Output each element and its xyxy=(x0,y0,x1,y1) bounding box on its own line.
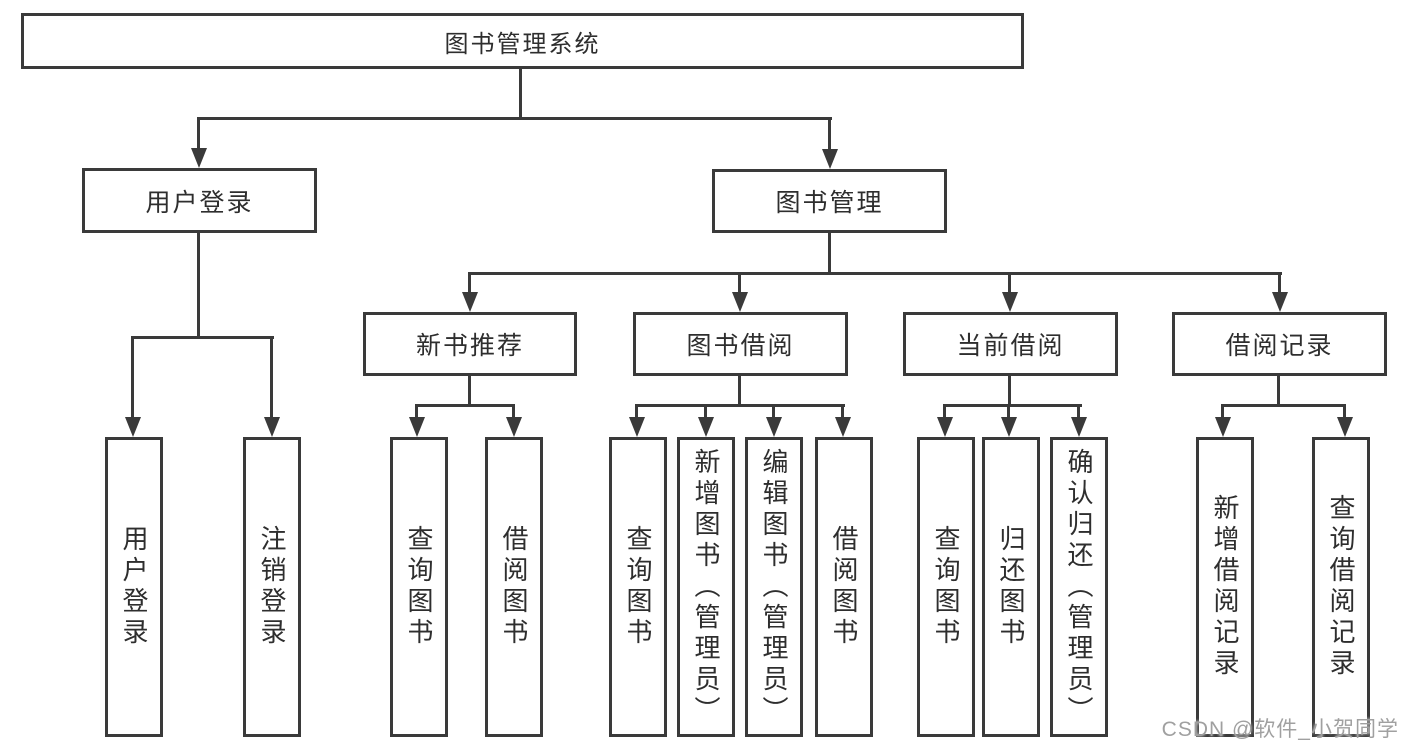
connector-line xyxy=(512,404,515,418)
connector-line xyxy=(197,117,200,150)
arrow-down-icon xyxy=(822,149,838,169)
connector-line xyxy=(1008,272,1011,293)
connector-line xyxy=(519,69,522,118)
arrow-down-icon xyxy=(1337,417,1353,437)
arrow-down-icon xyxy=(191,148,207,168)
arrow-down-icon xyxy=(1215,417,1231,437)
arrow-down-icon xyxy=(125,417,141,437)
connector-line xyxy=(1343,404,1346,418)
connector-line xyxy=(943,404,1082,407)
node-book-management: 图书管理 xyxy=(712,169,947,233)
leaf-edit-books-admin: 编辑图书（管理员） xyxy=(745,437,803,737)
leaf-label: 借阅图书 xyxy=(829,525,859,649)
csdn-watermark: CSDN @软件_小贺同学 xyxy=(1161,718,1399,741)
arrow-down-icon xyxy=(766,417,782,437)
connector-line xyxy=(1007,404,1010,418)
connector-line xyxy=(1077,404,1080,418)
leaf-label: 查询图书 xyxy=(931,525,961,649)
connector-line xyxy=(828,117,831,151)
connector-line xyxy=(468,272,471,293)
connector-line xyxy=(738,376,741,406)
connector-line xyxy=(1277,376,1280,406)
connector-line xyxy=(415,404,515,407)
arrow-down-icon xyxy=(409,417,425,437)
arrow-down-icon xyxy=(1272,292,1288,312)
leaf-label: 确认归还（管理员） xyxy=(1064,447,1094,727)
node-user-login: 用户登录 xyxy=(82,168,317,233)
connector-line xyxy=(1221,404,1346,407)
connector-line xyxy=(415,404,418,418)
connector-line xyxy=(738,272,741,293)
connector-line xyxy=(943,404,946,418)
leaf-label: 新增图书（管理员） xyxy=(691,447,721,727)
connector-line xyxy=(1008,376,1011,406)
arrow-down-icon xyxy=(1071,417,1087,437)
connector-line xyxy=(1278,272,1281,293)
leaf-label: 新增借阅记录 xyxy=(1210,494,1240,680)
connector-line xyxy=(704,404,707,418)
arrow-down-icon xyxy=(937,417,953,437)
connector-line xyxy=(197,117,832,120)
connector-line xyxy=(828,233,831,274)
arrow-down-icon xyxy=(835,417,851,437)
leaf-add-books-admin: 新增图书（管理员） xyxy=(677,437,735,737)
connector-line xyxy=(131,336,134,418)
arrow-down-icon xyxy=(732,292,748,312)
arrow-down-icon xyxy=(629,417,645,437)
leaf-label: 借阅图书 xyxy=(499,525,529,649)
leaf-label: 查询借阅记录 xyxy=(1326,494,1356,680)
leaf-label: 编辑图书（管理员） xyxy=(759,447,789,727)
leaf-label: 查询图书 xyxy=(623,525,653,649)
connector-line xyxy=(270,336,273,418)
node-new-book-recommendation: 新书推荐 xyxy=(363,312,577,376)
arrow-down-icon xyxy=(506,417,522,437)
leaf-label: 注销登录 xyxy=(257,525,287,649)
node-borrowing-records: 借阅记录 xyxy=(1172,312,1387,376)
connector-line xyxy=(772,404,775,418)
leaf-query-books: 查询图书 xyxy=(390,437,448,737)
leaf-user-login: 用户登录 xyxy=(105,437,163,737)
leaf-query-books: 查询图书 xyxy=(917,437,975,737)
leaf-add-borrow-record: 新增借阅记录 xyxy=(1196,437,1254,737)
connector-line xyxy=(468,376,471,406)
connector-line xyxy=(131,336,274,339)
leaf-logout: 注销登录 xyxy=(243,437,301,737)
node-library-system: 图书管理系统 xyxy=(21,13,1024,69)
leaf-confirm-return-admin: 确认归还（管理员） xyxy=(1050,437,1108,737)
leaf-query-borrow-record: 查询借阅记录 xyxy=(1312,437,1370,737)
connector-line xyxy=(635,404,638,418)
leaf-query-books: 查询图书 xyxy=(609,437,667,737)
leaf-label: 查询图书 xyxy=(404,525,434,649)
node-book-borrowing: 图书借阅 xyxy=(633,312,848,376)
connector-line xyxy=(468,272,1282,275)
leaf-label: 用户登录 xyxy=(119,525,149,649)
leaf-return-books: 归还图书 xyxy=(982,437,1040,737)
connector-line xyxy=(841,404,844,418)
arrow-down-icon xyxy=(1002,292,1018,312)
arrow-down-icon xyxy=(264,417,280,437)
arrow-down-icon xyxy=(698,417,714,437)
connector-line xyxy=(635,404,845,407)
arrow-down-icon xyxy=(462,292,478,312)
arrow-down-icon xyxy=(1001,417,1017,437)
leaf-label: 归还图书 xyxy=(996,525,1026,649)
connector-line xyxy=(1221,404,1224,418)
leaf-borrow-books: 借阅图书 xyxy=(485,437,543,737)
leaf-borrow-books: 借阅图书 xyxy=(815,437,873,737)
node-current-borrowing: 当前借阅 xyxy=(903,312,1118,376)
connector-line xyxy=(197,233,200,337)
